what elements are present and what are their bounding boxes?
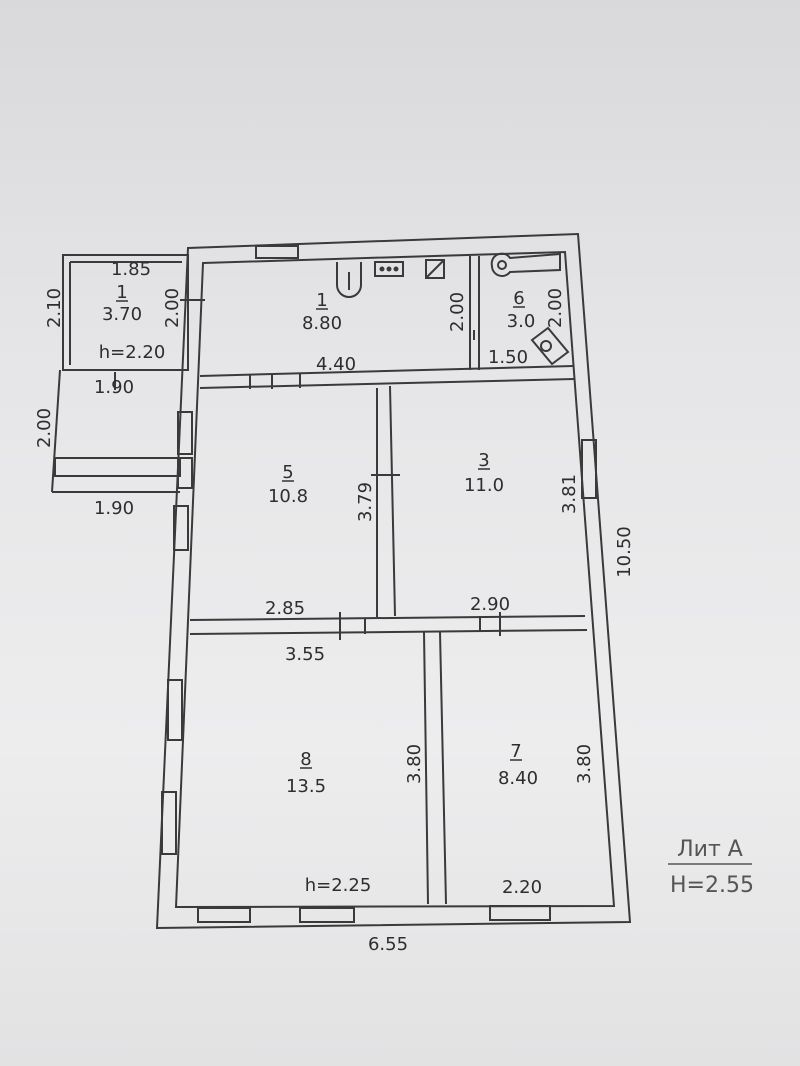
room-area: 8.80 (302, 313, 342, 334)
room-area: 13.5 (286, 776, 326, 797)
dimension-label: 2.85 (265, 598, 305, 619)
dimension-label: 1.85 (111, 259, 151, 280)
room-number: 8 (300, 749, 311, 770)
dimension-label: 1.90 (94, 498, 134, 519)
room-area: 3.0 (507, 311, 536, 332)
window-bottom-3 (489, 905, 551, 921)
bathtub-icon (490, 252, 561, 277)
boiler-icon (425, 259, 445, 279)
dimension-label: 2.00 (34, 408, 55, 448)
room-number: 1 (116, 282, 127, 303)
dimension-label: 3.79 (355, 482, 376, 522)
dimension-label: h=2.25 (305, 875, 372, 896)
wall-top-partition (199, 365, 574, 377)
dimension-label: 2.20 (502, 877, 542, 898)
room-area: 8.40 (498, 768, 538, 789)
window-left-3 (167, 679, 183, 741)
dimension-label: 2.00 (545, 288, 566, 328)
room-labels: 1 3.70 1 8.80 6 3.0 5 10.8 3 11.0 8 13.5… (102, 282, 538, 797)
room-area: 3.70 (102, 304, 142, 325)
room-number: 5 (282, 462, 293, 483)
dimension-label: 4.40 (316, 354, 356, 375)
legend-title: Лит А (677, 837, 743, 862)
dimension-label: 2.90 (470, 594, 510, 615)
porch-step (54, 457, 181, 477)
room-area: 10.8 (268, 486, 308, 507)
room-number: 1 (316, 290, 327, 311)
room-number: 7 (510, 741, 521, 762)
dimension-label: 2.10 (44, 288, 65, 328)
dimension-label: 3.55 (285, 644, 325, 665)
dimension-label: 2.00 (162, 288, 183, 328)
dimension-label: 6.55 (368, 934, 408, 955)
sink-icon (530, 326, 570, 366)
inner-wall-contour (174, 250, 616, 909)
dimension-label: h=2.20 (99, 342, 166, 363)
room-area: 11.0 (464, 475, 504, 496)
dimension-label: 10.50 (614, 526, 635, 578)
window-top-1 (255, 245, 299, 259)
room-number: 6 (513, 288, 524, 309)
wall-8-7 (423, 631, 429, 905)
stove-icon (374, 261, 404, 277)
wall-middle (189, 615, 586, 621)
window-right-1 (581, 439, 597, 499)
fixtures (336, 252, 570, 366)
legend: Лит А H=2.55 (668, 837, 754, 898)
window-bottom-2 (299, 907, 355, 923)
dimension-label: 2.00 (447, 292, 468, 332)
dimension-label: 1.90 (94, 377, 134, 398)
dimension-label: 3.80 (574, 744, 595, 784)
room-number: 3 (478, 450, 489, 471)
window-left-1 (177, 411, 193, 455)
legend-height: H=2.55 (670, 873, 754, 898)
dimension-label: 3.81 (559, 474, 580, 514)
dimension-label: 3.80 (404, 744, 425, 784)
walls (51, 232, 632, 930)
toilet-icon (336, 262, 362, 298)
dimension-labels: 1.85 2.10 2.00 h=2.20 1.90 2.00 1.90 4.4… (34, 259, 635, 955)
dimension-label: 1.50 (488, 347, 528, 368)
window-left-2 (173, 505, 189, 551)
window-left-4 (161, 791, 177, 855)
window-bottom-1 (197, 907, 251, 923)
